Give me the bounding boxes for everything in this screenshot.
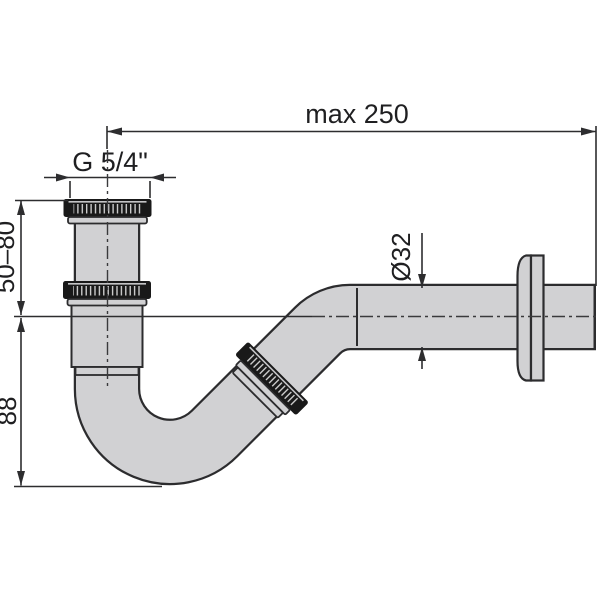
arrow-up-icon <box>17 200 25 215</box>
label-depth: 88 <box>0 397 22 426</box>
label-thread: G 5/4" <box>72 147 148 177</box>
center-lines <box>14 150 597 390</box>
label-diameter: Ø32 <box>386 232 416 281</box>
arrow-up-icon <box>17 318 25 332</box>
elbow-nut-highlight <box>249 346 304 402</box>
wall-flange <box>516 254 545 382</box>
flange-rounded-cap <box>516 254 533 382</box>
trap-body <box>73 206 596 486</box>
arrow-right-icon <box>150 173 164 182</box>
dimension-diameter <box>418 233 426 369</box>
dimension-depth <box>14 318 162 488</box>
label-max-width: max 250 <box>305 99 409 129</box>
elbow-nut-knurling <box>244 352 299 406</box>
flange-plate <box>529 254 545 382</box>
arrow-right-icon <box>581 127 596 136</box>
body-nut-knurling <box>73 286 141 296</box>
arrow-down-icon <box>17 301 25 315</box>
dimension-height-range <box>15 199 68 315</box>
dimension-max-width <box>106 126 597 286</box>
label-height-range: 50–80 <box>0 221 20 293</box>
arrow-down-icon <box>418 274 426 288</box>
arrow-up-icon <box>418 347 426 361</box>
tube-fill <box>76 206 594 483</box>
arrow-left-icon <box>107 127 122 136</box>
elbow-nut-ring-2 <box>232 367 284 419</box>
u-bend-sleeve <box>70 304 144 376</box>
arrow-down-icon <box>17 471 25 486</box>
elbow-nut <box>232 342 308 419</box>
dimension-thread <box>44 173 176 198</box>
arrow-left-icon <box>56 173 70 182</box>
